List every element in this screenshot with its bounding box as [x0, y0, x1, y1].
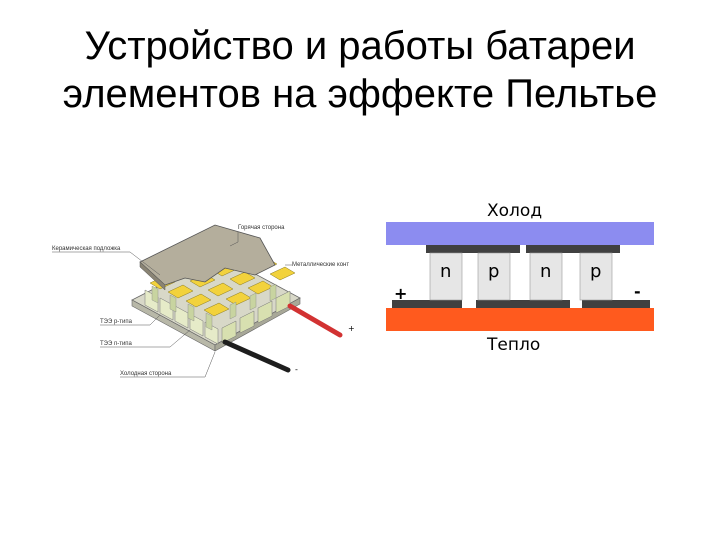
semiconductor-element-3: n	[529, 252, 563, 301]
label-metal-contacts: Металлические конт	[292, 262, 349, 268]
top-ceramic-plate-edge	[139, 261, 166, 291]
label-teg-n: ТЭЭ р-типа	[100, 319, 133, 325]
peltier-module-illustration: + - Горячая сторона Керамическая подложк…	[52, 224, 355, 378]
element-label-3: n	[540, 261, 551, 282]
top-ceramic-plate	[139, 224, 276, 286]
cold-plate	[386, 222, 654, 245]
slide-title: Устройство и работы батареи элементов на…	[0, 22, 720, 118]
heat-label: Тепло	[486, 335, 540, 355]
bottom-connector-right	[582, 300, 650, 308]
element-label-2: p	[488, 261, 499, 282]
black-lead-wire	[222, 339, 291, 373]
left-minus-sign: -	[295, 365, 298, 374]
label-leader-lines	[52, 232, 292, 378]
bottom-connector-mid	[476, 300, 570, 308]
minus-terminal: -	[634, 282, 641, 301]
top-connector-2	[526, 245, 620, 253]
semiconductor-element-2: p	[477, 252, 511, 301]
red-lead-wire	[287, 303, 343, 338]
label-hot-side: Горячая сторона	[238, 225, 285, 231]
left-plus-sign: +	[348, 324, 355, 333]
title-line-1: Устройство и работы батареи	[84, 24, 636, 68]
peltier-schematic: Холод n p n p + - Тепло	[386, 201, 654, 355]
element-label-4: p	[590, 261, 601, 282]
label-cold-side: Холодная сторона	[120, 371, 172, 377]
bottom-connector-left	[392, 300, 462, 308]
label-ceramic-substrate: Керамическая подложка	[52, 246, 121, 252]
semiconductor-element-4: p	[579, 252, 613, 301]
label-teg-p: ТЭЭ п-типа	[100, 341, 133, 347]
title-line-2: элементов на эффекте Пельтье	[62, 72, 658, 116]
semiconductor-element-1: n	[429, 252, 463, 301]
hot-plate	[386, 308, 654, 331]
top-connector-1	[426, 245, 520, 253]
cold-label: Холод	[487, 201, 542, 221]
plus-terminal: +	[394, 284, 407, 303]
element-label-1: n	[440, 261, 451, 282]
